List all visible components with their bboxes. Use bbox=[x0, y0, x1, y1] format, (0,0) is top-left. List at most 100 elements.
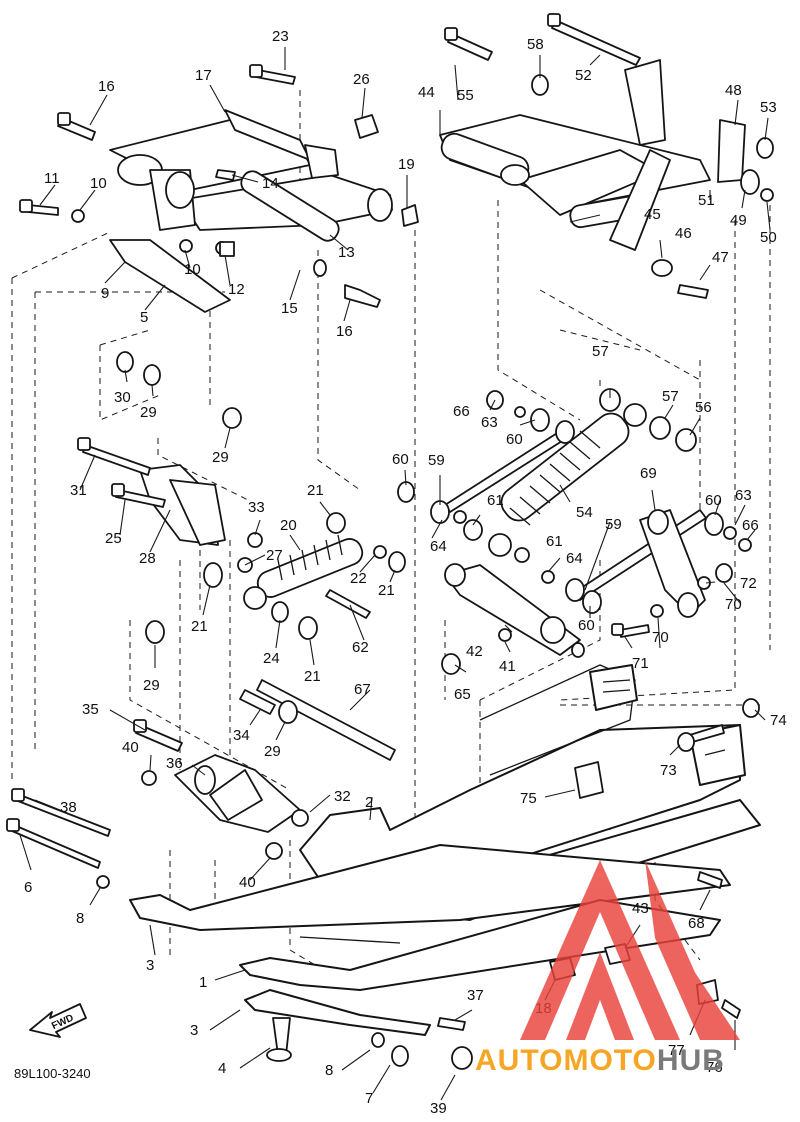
callout-40: 40 bbox=[239, 874, 256, 891]
front-shock-part bbox=[243, 512, 406, 640]
callout-77: 77 bbox=[668, 1042, 685, 1059]
shaft-parts bbox=[239, 679, 396, 761]
callout-44: 44 bbox=[418, 84, 435, 101]
callout-50: 50 bbox=[760, 229, 777, 246]
callout-21: 21 bbox=[307, 482, 324, 499]
callout-13: 13 bbox=[338, 244, 355, 261]
long-bolts bbox=[6, 788, 111, 889]
callout-21: 21 bbox=[378, 582, 395, 599]
callout-25: 25 bbox=[105, 530, 122, 547]
callout-35: 35 bbox=[82, 701, 99, 718]
callout-63: 63 bbox=[735, 487, 752, 504]
callout-70: 70 bbox=[725, 596, 742, 613]
callout-53: 53 bbox=[760, 99, 777, 116]
rear-arm-part bbox=[439, 13, 774, 299]
forward-arrow-icon: FWD bbox=[29, 1003, 87, 1038]
callout-4: 4 bbox=[218, 1060, 226, 1077]
callout-29: 29 bbox=[212, 449, 229, 466]
callout-58: 58 bbox=[527, 36, 544, 53]
callout-55: 55 bbox=[457, 87, 474, 104]
callout-60: 60 bbox=[506, 431, 523, 448]
callout-29: 29 bbox=[264, 743, 281, 760]
callout-42: 42 bbox=[466, 643, 483, 660]
callout-30: 30 bbox=[114, 389, 131, 406]
watermark-text-hub: HUB bbox=[657, 1044, 725, 1077]
callout-14: 14 bbox=[262, 175, 279, 192]
callout-26: 26 bbox=[353, 71, 370, 88]
callout-21: 21 bbox=[191, 618, 208, 635]
callout-52: 52 bbox=[575, 67, 592, 84]
callout-51: 51 bbox=[698, 192, 715, 209]
callout-8: 8 bbox=[325, 1062, 333, 1079]
callout-72: 72 bbox=[740, 575, 757, 592]
drawing-code: 89L100-3240 bbox=[14, 1066, 91, 1081]
callout-2: 2 bbox=[365, 794, 373, 811]
callout-54: 54 bbox=[576, 504, 593, 521]
callout-56: 56 bbox=[695, 399, 712, 416]
callout-69: 69 bbox=[640, 465, 657, 482]
callout-24: 24 bbox=[263, 650, 280, 667]
callout-76: 76 bbox=[706, 1059, 723, 1076]
callout-70: 70 bbox=[652, 629, 669, 646]
callout-41: 41 bbox=[499, 658, 516, 675]
callout-10: 10 bbox=[184, 261, 201, 278]
callout-36: 36 bbox=[166, 755, 183, 772]
callout-63: 63 bbox=[481, 414, 498, 431]
callout-3: 3 bbox=[146, 957, 154, 974]
rear-shock-part bbox=[397, 388, 697, 584]
callout-48: 48 bbox=[725, 82, 742, 99]
callout-37: 37 bbox=[467, 987, 484, 1004]
middle-link-part bbox=[441, 563, 585, 675]
callout-61: 61 bbox=[487, 492, 504, 509]
front-small-parts bbox=[19, 64, 419, 308]
rear-lower-bracket-part bbox=[133, 719, 309, 860]
callout-45: 45 bbox=[644, 206, 661, 223]
left-slide-rail-part bbox=[129, 844, 741, 1070]
callout-65: 65 bbox=[454, 686, 471, 703]
callout-12: 12 bbox=[228, 281, 245, 298]
callout-6: 6 bbox=[24, 879, 32, 896]
callout-49: 49 bbox=[730, 212, 747, 229]
callout-11: 11 bbox=[44, 170, 60, 187]
front-arm-part bbox=[109, 109, 393, 277]
callout-39: 39 bbox=[430, 1100, 447, 1117]
callout-32: 32 bbox=[334, 788, 351, 805]
callout-28: 28 bbox=[139, 550, 156, 567]
callout-34: 34 bbox=[233, 727, 250, 744]
callout-43: 43 bbox=[632, 900, 649, 917]
callout-10: 10 bbox=[90, 175, 107, 192]
callout-21: 21 bbox=[304, 668, 321, 685]
callout-22: 22 bbox=[350, 570, 367, 587]
callout-19: 19 bbox=[398, 156, 415, 173]
callout-29: 29 bbox=[140, 404, 157, 421]
callout-74: 74 bbox=[770, 712, 787, 729]
callout-64: 64 bbox=[430, 538, 447, 555]
callout-3: 3 bbox=[190, 1022, 198, 1039]
callout-1: 1 bbox=[199, 974, 207, 991]
callout-59: 59 bbox=[605, 516, 622, 533]
watermark-text-automoto: AUTOMOTO bbox=[475, 1044, 657, 1077]
callout-46: 46 bbox=[675, 225, 692, 242]
callout-64: 64 bbox=[566, 550, 583, 567]
callout-47: 47 bbox=[712, 249, 729, 266]
callout-16: 16 bbox=[336, 323, 353, 340]
callout-66: 66 bbox=[742, 517, 759, 534]
callout-67: 67 bbox=[354, 681, 371, 698]
callout-labels: 1 2 3 3 4 5 6 7 8 8 9 10 10 11 12 13 14 … bbox=[24, 28, 787, 1117]
callout-71: 71 bbox=[632, 655, 649, 672]
callout-68: 68 bbox=[688, 915, 705, 932]
callout-60: 60 bbox=[705, 492, 722, 509]
callout-60: 60 bbox=[578, 617, 595, 634]
callout-66: 66 bbox=[453, 403, 470, 420]
callout-62: 62 bbox=[352, 639, 369, 656]
callout-57: 57 bbox=[592, 343, 609, 360]
callout-61: 61 bbox=[546, 533, 563, 550]
rear-link-part bbox=[565, 509, 752, 638]
callout-27: 27 bbox=[266, 547, 283, 564]
callout-73: 73 bbox=[660, 762, 677, 779]
watermark-text: AUTOMOTOHUB bbox=[475, 1044, 725, 1077]
middle-bracket-part bbox=[77, 351, 263, 644]
callout-40: 40 bbox=[122, 739, 139, 756]
callout-17: 17 bbox=[195, 67, 212, 84]
